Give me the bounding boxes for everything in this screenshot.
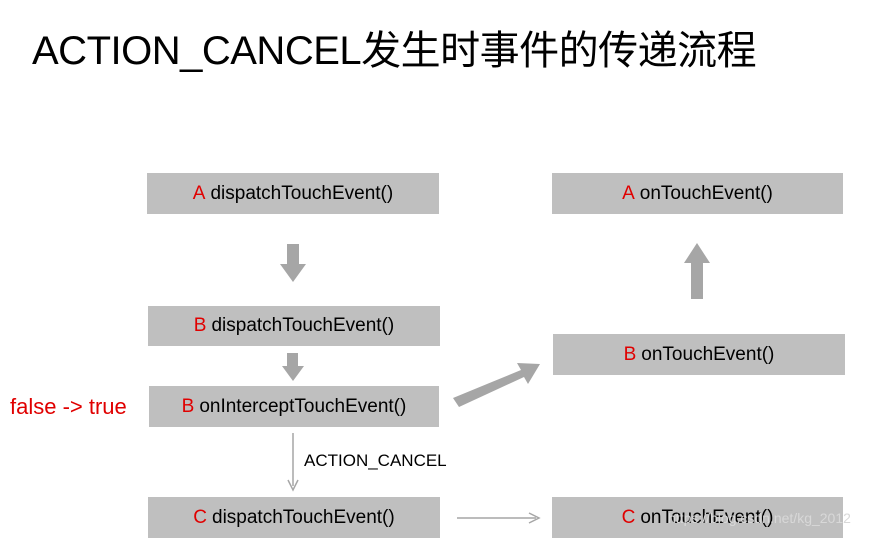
box-method: dispatchTouchEvent() — [211, 315, 395, 336]
box-method: onTouchEvent() — [640, 506, 774, 528]
box-tag: B — [181, 395, 195, 417]
arrow-up-b-to-a-icon — [684, 243, 710, 299]
box-tag: A — [192, 182, 206, 204]
box-b-on-intercept-touch-event: B onInterceptTouchEvent() — [149, 386, 439, 427]
page-title: ACTION_CANCEL发生时事件的传递流程 — [32, 29, 757, 73]
box-method: onTouchEvent() — [641, 343, 775, 365]
intercept-return-label: false -> true — [10, 394, 127, 419]
box-tag: B — [623, 343, 637, 365]
arrow-down-a-to-b-icon — [280, 244, 306, 282]
box-method: onInterceptTouchEvent() — [199, 395, 407, 417]
arrow-c-head-icon — [528, 512, 541, 524]
box-method: dispatchTouchEvent() — [210, 182, 394, 204]
box-method: dispatchTouchEvent() — [212, 506, 395, 528]
arrow-diagonal-to-b-on-touch-icon — [453, 363, 540, 407]
box-a-dispatch-touch-event: A dispatchTouchEvent() — [147, 173, 439, 214]
box-a-on-touch-event: A onTouchEvent() — [552, 173, 843, 214]
box-c-dispatch-touch-event: C dispatchTouchEvent() — [148, 497, 440, 538]
box-tag: C — [621, 506, 636, 528]
arrow-cancel-head-icon — [287, 479, 299, 492]
arrow-down-b-to-intercept-icon — [282, 353, 304, 381]
watermark: https://blog.csdn.net/kg_2012 — [668, 510, 851, 526]
box-tag: A — [622, 182, 635, 204]
box-tag: B — [193, 315, 207, 336]
box-b-dispatch-touch-event: B dispatchTouchEvent() — [148, 306, 440, 346]
action-cancel-label: ACTION_CANCEL — [304, 451, 447, 470]
box-method: onTouchEvent() — [639, 182, 773, 204]
box-c-on-touch-event: C onTouchEvent() — [552, 497, 843, 538]
box-b-on-touch-event: B onTouchEvent() — [553, 334, 845, 375]
box-tag: C — [193, 506, 207, 528]
